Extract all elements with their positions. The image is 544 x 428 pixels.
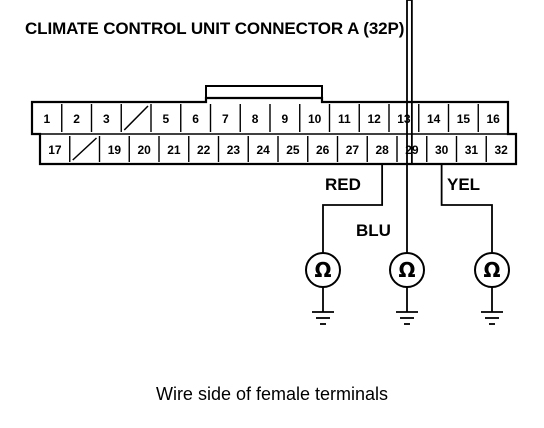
ohm-symbol: Ω [483,258,500,282]
terminal-8: 8 [252,112,259,126]
terminal-2: 2 [73,112,80,126]
terminal-20: 20 [137,143,151,157]
terminal-26: 26 [316,143,330,157]
terminal-3: 3 [103,112,110,126]
ohm-symbol: Ω [398,258,415,282]
terminal-22: 22 [197,143,211,157]
terminal-10: 10 [308,112,322,126]
terminal-11: 11 [338,112,351,126]
diagram-title: CLIMATE CONTROL UNIT CONNECTOR A (32P) [25,19,405,38]
terminal-5: 5 [163,112,170,126]
diagram-caption: Wire side of female terminals [155,384,389,404]
wire-label-blu: BLU [356,221,391,240]
bottom-row-empty-cavity [72,137,98,161]
terminal-27: 27 [346,143,360,157]
terminal-19: 19 [108,143,122,157]
ground-icon [481,287,503,325]
terminal-9: 9 [282,112,289,126]
terminal-23: 23 [227,143,241,157]
terminal-30: 30 [435,143,449,157]
ohm-symbol: Ω [314,258,331,282]
wire-harness: RED Ω BLU Ω YEL Ω [305,0,510,325]
wire-red [322,164,384,253]
connector-lock-tab [205,85,323,99]
top-row-empty-cavity [123,105,149,131]
terminal-17: 17 [48,143,62,157]
terminal-21: 21 [167,143,181,157]
terminal-28: 28 [375,143,389,157]
wire-yel [440,164,493,253]
connector-housing [30,96,518,166]
terminal-16: 16 [486,112,500,126]
wire-label-yel: YEL [447,175,480,194]
terminal-24: 24 [256,143,270,157]
terminal-12: 12 [367,112,381,126]
terminal-31: 31 [465,143,479,157]
terminal-7: 7 [222,112,229,126]
ground-icon [396,287,418,325]
terminal-6: 6 [192,112,199,126]
terminal-32: 32 [494,143,508,157]
terminal-13: 13 [397,112,411,126]
terminal-14: 14 [427,112,441,126]
terminal-1: 1 [44,112,51,126]
wire-label-red: RED [325,175,361,194]
terminal-25: 25 [286,143,300,157]
terminal-15: 15 [457,112,471,126]
wire-blu [406,0,413,253]
ground-icon [312,287,334,325]
